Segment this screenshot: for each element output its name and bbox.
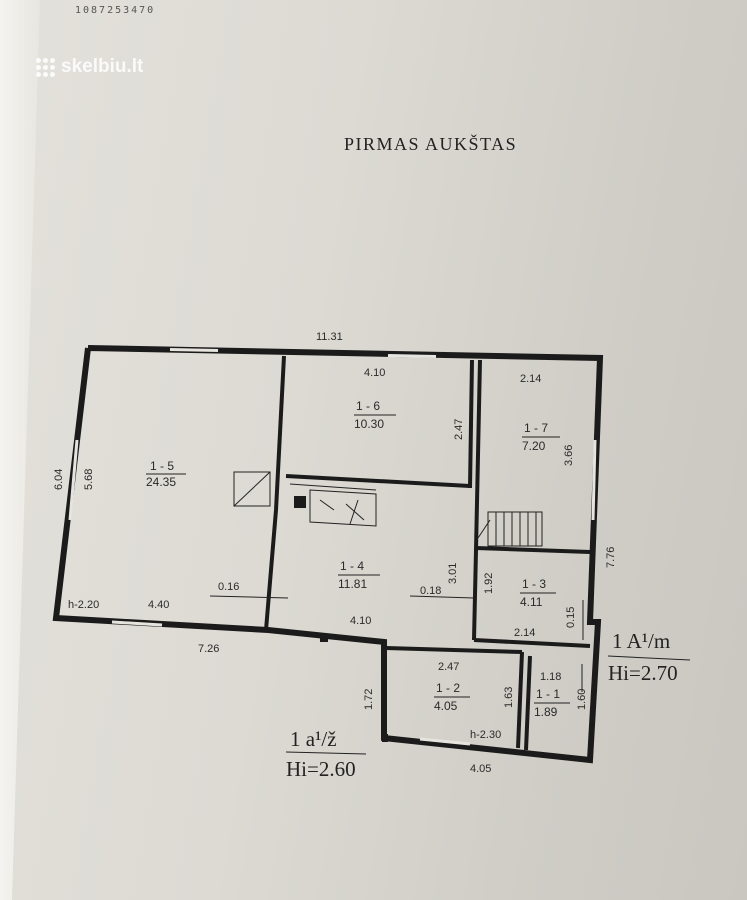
- page-title: PIRMAS AUKŠTAS: [344, 134, 518, 154]
- dim-room2-right: 1.63: [503, 687, 515, 708]
- dim-room3-height: 1.92: [483, 573, 495, 594]
- legend-left: 1 a¹/ž Hi=2.60: [285, 727, 367, 781]
- dim-room7-height: 3.66: [563, 445, 575, 466]
- dim-room3-wall: 0.15: [565, 607, 577, 628]
- dimension-lines: [209, 595, 584, 692]
- windows: [68, 348, 597, 746]
- document-number: 1087253470: [75, 5, 156, 16]
- dim-wall-018: 0.18: [420, 585, 441, 597]
- room-id: 1 - 2: [436, 681, 460, 695]
- room-1-3: 1 - 3 4.11: [520, 577, 556, 609]
- room-area: 24.35: [146, 475, 176, 489]
- dim-room6-top: 4.10: [364, 367, 385, 379]
- room-area: 11.81: [338, 577, 367, 591]
- dim-room2-top: 2.47: [438, 661, 459, 673]
- room-area: 7.20: [522, 439, 546, 453]
- room-id: 1 - 1: [536, 687, 560, 701]
- interior-walls: [264, 355, 591, 751]
- room-id: 1 - 7: [524, 421, 548, 435]
- dim-room5-bottom: 4.40: [148, 599, 169, 611]
- watermark-text: skelbiu.lt: [61, 56, 144, 77]
- dim-room3-bottom: 2.14: [514, 627, 535, 639]
- dim-wall-016: 0.16: [218, 581, 239, 593]
- dim-bottom-right: 4.05: [470, 763, 491, 775]
- dim-bottom-left: 7.26: [198, 643, 219, 655]
- dim-room4-height: 3.01: [447, 563, 459, 584]
- dim-room5-h: h-2.20: [68, 599, 99, 611]
- room-area: 4.05: [434, 699, 458, 713]
- dim-room4-bottom: 4.10: [350, 615, 371, 627]
- room-1-2: 1 - 2 4.05: [434, 681, 470, 713]
- room-id: 1 - 5: [150, 459, 174, 473]
- room-id: 1 - 3: [522, 577, 546, 591]
- room-id: 1 - 6: [356, 399, 380, 413]
- stairs: [477, 511, 543, 547]
- room-area: 10.30: [354, 417, 384, 431]
- room-id: 1 - 4: [340, 559, 364, 573]
- room-1-4: 1 - 4 11.81: [338, 559, 380, 591]
- dim-room1-top: 1.18: [540, 671, 561, 683]
- dim-room2-left: 1.72: [363, 689, 375, 710]
- room-area: 1.89: [534, 705, 558, 719]
- room-1-7: 1 - 7 7.20: [522, 421, 560, 453]
- dim-room1-right: 1.60: [576, 689, 588, 710]
- room-1-1: 1 - 1 1.89: [534, 687, 570, 719]
- dim-right-height: 7.76: [605, 547, 617, 568]
- legend-left-line1: 1 a¹/ž: [290, 727, 337, 751]
- dim-room7-top: 2.14: [520, 373, 541, 385]
- legend-left-line2: Hi=2.60: [286, 757, 356, 781]
- legend-right-line1: 1 A¹/m: [612, 629, 670, 653]
- legend-right-line2: Hi=2.70: [608, 661, 678, 685]
- dim-room2-h: h-2.30: [470, 729, 501, 741]
- stove: [233, 471, 377, 527]
- dim-total-width: 11.31: [316, 331, 343, 343]
- legend-right: 1 A¹/m Hi=2.70: [607, 629, 691, 685]
- door-marks: [320, 634, 388, 742]
- room-1-5: 1 - 5 24.35: [146, 459, 186, 489]
- dim-room6-height: 2.47: [453, 419, 465, 440]
- watermark-dots-icon: [36, 57, 55, 77]
- room-area: 4.11: [520, 595, 543, 609]
- watermark: skelbiu.lt: [36, 56, 143, 78]
- room-1-6: 1 - 6 10.30: [354, 399, 396, 431]
- dim-left-inner-height: 5.68: [83, 469, 95, 490]
- dim-left-height: 6.04: [53, 469, 65, 490]
